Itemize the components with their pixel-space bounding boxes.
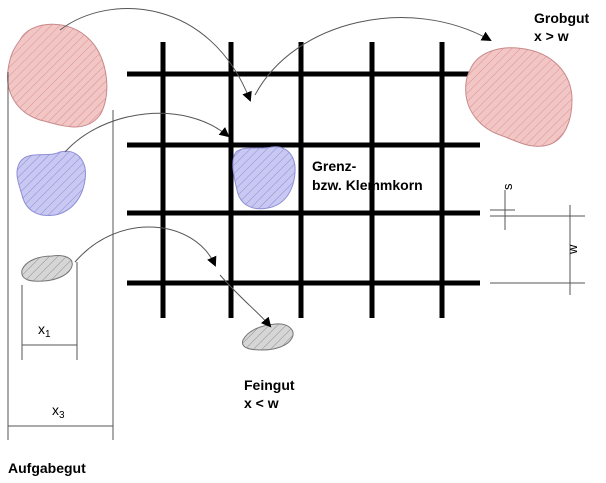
size-dimensions (7, 72, 114, 440)
grenzkorn-title: Grenz- (312, 158, 357, 174)
coarse-particle-oversize (465, 47, 573, 147)
feingut-title: Feingut (244, 377, 295, 393)
x1-base: x (38, 321, 45, 337)
x1-label: x1 (38, 321, 51, 340)
sieve-grid (127, 42, 480, 318)
aufgabegut-label: Aufgabegut (8, 460, 86, 476)
x3-subscript: 3 (59, 410, 65, 421)
trajectory-grid-to-oversize (254, 17, 492, 96)
grobgut-condition: x > w (534, 28, 569, 44)
feingut-condition: x < w (244, 395, 279, 411)
boundary-particle-feed (16, 150, 86, 217)
x3-base: x (52, 402, 59, 418)
fine-particle-feed (21, 255, 73, 282)
coarse-particle-feed (6, 23, 108, 128)
trajectories (59, 7, 492, 328)
s-label: s (500, 183, 515, 190)
trajectory-coarse-to-grid (59, 7, 252, 102)
x3-label: x3 (52, 402, 65, 421)
fine-particle-undersize (241, 323, 294, 351)
trajectory-fine-to-grid (74, 226, 217, 267)
grenzkorn-subtitle: bzw. Klemmkorn (312, 177, 423, 193)
trajectory-grid-to-undersize (219, 274, 272, 328)
trajectory-boundary-to-grid (64, 112, 230, 153)
w-label: w (565, 244, 580, 255)
boundary-particle-stuck (232, 146, 296, 210)
x1-subscript: 1 (45, 329, 51, 340)
grobgut-title: Grobgut (534, 10, 590, 26)
mesh-dimensions (490, 190, 585, 295)
